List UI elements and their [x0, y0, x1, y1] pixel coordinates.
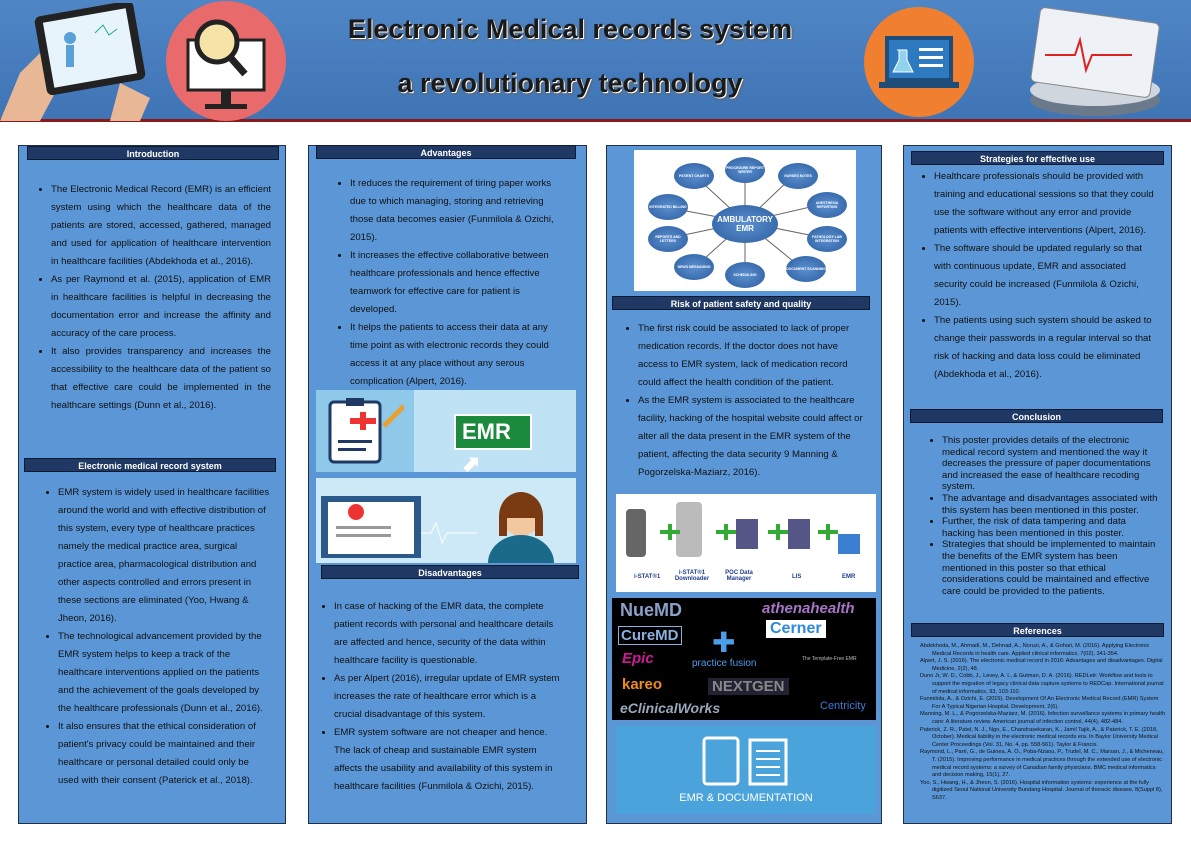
column-introduction — [18, 145, 286, 824]
tablet-document-icon — [702, 736, 788, 786]
poster-header: Electronic Medical records system a revo… — [0, 0, 1191, 122]
vendor-logo: Centricity — [820, 700, 866, 712]
device-label: POC Data Manager — [725, 570, 753, 582]
emr-clipboard-image: EMR ⬈ — [316, 390, 576, 472]
list-item: EMR system is widely used in healthcare … — [58, 484, 272, 628]
list-item: Strategies that should be implemented to… — [942, 539, 1160, 597]
diagram-node: REPORTS AND LETTERS — [648, 226, 688, 252]
diagram-node: ANESTHESIA REPORTING — [807, 192, 847, 218]
reference-item: Abdekhoda, M., Ahmadi, M., Dehnad, A., N… — [920, 643, 1150, 657]
introduction-heading: Introduction — [27, 146, 279, 160]
list-item: The technological advancement provided b… — [58, 628, 272, 718]
reference-item: Dunn Jr, W. D., Cobb, J., Levey, A. I., … — [920, 673, 1164, 695]
list-item: This poster provides details of the elec… — [942, 435, 1160, 493]
diagram-node: DOCUMENT SCANNING — [786, 256, 826, 282]
disadvantages-list: In case of hacking of the EMR data, the … — [320, 598, 560, 796]
vendor-logo: CureMD — [618, 626, 682, 645]
list-item: The software should be updated regularly… — [934, 240, 1156, 312]
list-item: EMR system software are not cheaper and … — [334, 724, 560, 796]
vendor-logo: practice fusion — [692, 658, 757, 669]
reference-item: Alpert, J. S. (2016). The electronic med… — [920, 658, 1163, 672]
poster-title-line2: a revolutionary technology — [397, 68, 743, 98]
diagram-node: NEWS MESSAGING — [674, 254, 714, 280]
diagram-node: PATIENT CHARTS — [674, 163, 714, 189]
list-item: Further, the risk of data tampering and … — [942, 516, 1160, 539]
list-item: The first risk could be associated to la… — [638, 320, 864, 392]
strategies-list: Healthcare professionals should be provi… — [920, 168, 1156, 384]
device-label: i-STAT®1 Downloader — [674, 570, 710, 582]
practice-fusion-cross-icon: ✚ — [712, 627, 736, 658]
poster-title-line1: Electronic Medical records system — [347, 14, 793, 44]
device-label: LIS — [792, 574, 802, 580]
risk-list: The first risk could be associated to la… — [624, 320, 864, 482]
list-item: The Electronic Medical Record (EMR) is a… — [51, 181, 271, 271]
reference-item: Manning, M. L., & Pogorzelska-Maziarz, M… — [920, 711, 1165, 725]
list-item: The advantage and disadvantages associat… — [942, 493, 1160, 516]
reference-item: Yoo, S., Hwang, H., & Jheon, S. (2016). … — [920, 779, 1163, 801]
diagram-node: PATHOLOGY LAB INTEGRATION — [807, 226, 847, 252]
advantages-heading: Advantages — [316, 145, 576, 159]
list-item: As per Raymond et al. (2015), applicatio… — [51, 271, 271, 343]
medical-laptop-icon — [1030, 7, 1160, 116]
laptop-lab-icon — [864, 7, 974, 117]
vendor-logo: NueMD — [620, 600, 682, 620]
ambulatory-emr-diagram: PROCEDURE REPORT WRITER NURSES NOTES ANE… — [634, 150, 856, 291]
doctor-records-image — [316, 478, 576, 563]
diagram-center: AMBULATORY EMR — [712, 205, 778, 243]
list-item: It also provides transparency and increa… — [51, 343, 271, 415]
diagram-node: SCHEDULING — [725, 262, 765, 288]
vendor-logo: The Template-Free EMR — [802, 656, 857, 662]
disadvantages-heading: Disadvantages — [321, 565, 579, 579]
strategies-heading: Strategies for effective use — [911, 151, 1164, 165]
laptop-record-icon — [321, 492, 554, 563]
list-item: Healthcare professionals should be provi… — [934, 168, 1156, 240]
emr-vendor-logos: NueMD athenahealth CureMD Cerner ✚ Epic … — [612, 598, 876, 720]
clipboard-icon — [328, 398, 404, 464]
device-label: EMR — [842, 574, 856, 580]
references-list: Abdekhoda, M., Ahmadi, M., Dehnad, A., N… — [920, 643, 1165, 802]
device-workflow-image: i-STAT®1 i-STAT®1 Downloader POC Data Ma… — [616, 494, 876, 592]
list-item: The patients using such system should be… — [934, 312, 1156, 384]
list-item: It reduces the requirement of tiring pap… — [350, 175, 566, 247]
risk-heading: Risk of patient safety and quality — [612, 296, 870, 310]
reference-item: Raymond, L., Paré, G., de Guinea, A. O.,… — [920, 749, 1164, 779]
references-heading: References — [911, 623, 1164, 637]
list-item: As the EMR system is associated to the h… — [638, 392, 864, 482]
emr-sign-label: EMR — [462, 419, 511, 444]
emr-documentation-image: EMR & DOCUMENTATION — [616, 726, 876, 814]
device-label: i-STAT®1 — [634, 574, 661, 580]
emr-sign: EMR ⬈ — [454, 414, 532, 472]
reference-item: Paterick, Z. R., Patel, N. J., Ngo, E., … — [920, 726, 1159, 748]
list-item: It helps the patients to access their da… — [350, 319, 566, 391]
list-item: In case of hacking of the EMR data, the … — [334, 598, 560, 670]
emr-system-heading: Electronic medical record system — [24, 458, 276, 472]
introduction-list: The Electronic Medical Record (EMR) is a… — [37, 181, 271, 415]
vendor-logo: athenahealth — [762, 600, 855, 617]
emr-documentation-caption: EMR & DOCUMENTATION — [679, 792, 813, 804]
list-item: As per Alpert (2016), irregular update o… — [334, 670, 560, 724]
conclusion-list: This poster provides details of the elec… — [928, 435, 1160, 597]
column-strategies — [903, 145, 1172, 824]
vendor-logo: kareo — [622, 676, 663, 693]
list-item: It also ensures that the ethical conside… — [58, 718, 272, 790]
list-item: It increases the effective collaborative… — [350, 247, 566, 319]
vendor-logo: Epic — [622, 650, 654, 667]
emr-system-list: EMR system is widely used in healthcare … — [44, 484, 272, 790]
vendor-logo: NEXTGEN — [708, 678, 789, 695]
conclusion-heading: Conclusion — [910, 409, 1163, 423]
device-icons — [626, 502, 860, 557]
diagram-node: INTEGRATED BILLING — [648, 194, 688, 220]
vendor-logo: Cerner — [766, 620, 826, 638]
advantages-list: It reduces the requirement of tiring pap… — [336, 175, 566, 391]
reference-item: Funmilola, A., & Ozichi, E. (2015). Deve… — [920, 696, 1159, 710]
magnifier-monitor-icon — [166, 1, 286, 121]
tablet-hands-icon — [0, 3, 150, 121]
diagram-node: PROCEDURE REPORT WRITER — [725, 157, 765, 183]
vendor-logo: eClinicalWorks — [620, 700, 721, 716]
diagram-node: NURSES NOTES — [778, 163, 818, 189]
